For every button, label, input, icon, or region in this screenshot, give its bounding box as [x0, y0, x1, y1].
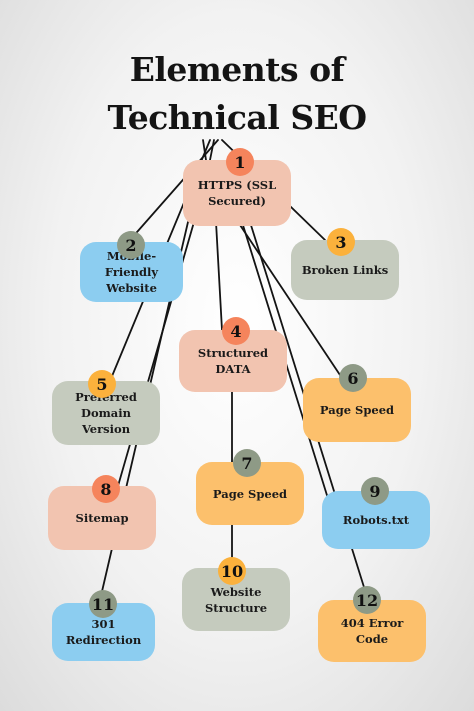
node-label: Broken Links — [301, 263, 389, 277]
node-number-badge: 8 — [92, 475, 120, 503]
node-label: 404 Error Code — [340, 616, 404, 646]
node-404-error: 404 Error Code — [318, 600, 426, 662]
node-number-badge: 4 — [222, 317, 250, 345]
node-number-badge: 11 — [89, 590, 117, 618]
node-label: Page Speed — [212, 486, 288, 501]
node-number-badge: 9 — [361, 477, 389, 505]
node-label: Structured DATA — [197, 346, 269, 376]
node-number-badge: 5 — [88, 370, 116, 398]
node-number-badge: 3 — [327, 228, 355, 256]
node-label: Sitemap — [75, 511, 129, 525]
connector-1-top-a — [202, 139, 207, 161]
node-label: Website Structure — [204, 584, 268, 615]
node-number-badge: 2 — [117, 231, 145, 259]
node-number-badge: 7 — [233, 449, 261, 477]
node-label: 301 Redirection — [65, 617, 142, 647]
node-number-badge: 10 — [218, 557, 246, 585]
node-label: HTTPS (SSL Secured) — [197, 178, 277, 208]
title-line-1: Elements of — [129, 50, 345, 89]
title-line-2: Technical SEO — [107, 98, 367, 137]
connector-1-top-b — [209, 139, 215, 161]
node-https: HTTPS (SSL Secured) — [183, 160, 291, 226]
node-label: Robots.txt — [342, 513, 410, 527]
connector-1-4 — [215, 221, 223, 331]
node-number-badge: 1 — [226, 148, 254, 176]
node-number-badge: 12 — [353, 586, 381, 614]
node-number-badge: 6 — [339, 364, 367, 392]
connector-1-6 — [237, 221, 343, 379]
node-label: Page Speed — [319, 403, 395, 417]
